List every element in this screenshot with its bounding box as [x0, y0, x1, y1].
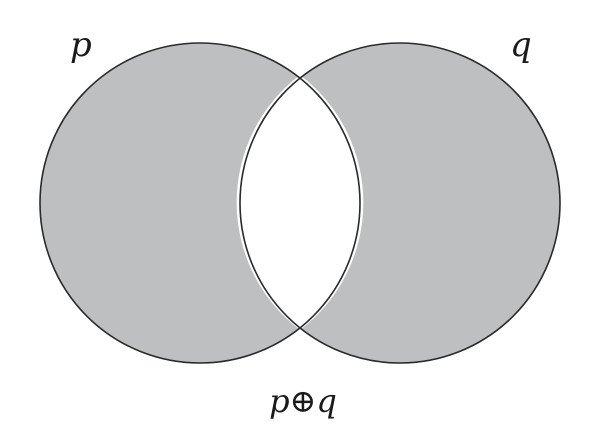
operation-label: p⊕q	[269, 382, 337, 420]
symmetric-difference-region	[40, 43, 560, 363]
set-p-circle	[39, 42, 361, 364]
set-q-circle	[239, 42, 561, 364]
set-p-label: p	[70, 25, 92, 65]
set-q-label: q	[510, 25, 532, 65]
